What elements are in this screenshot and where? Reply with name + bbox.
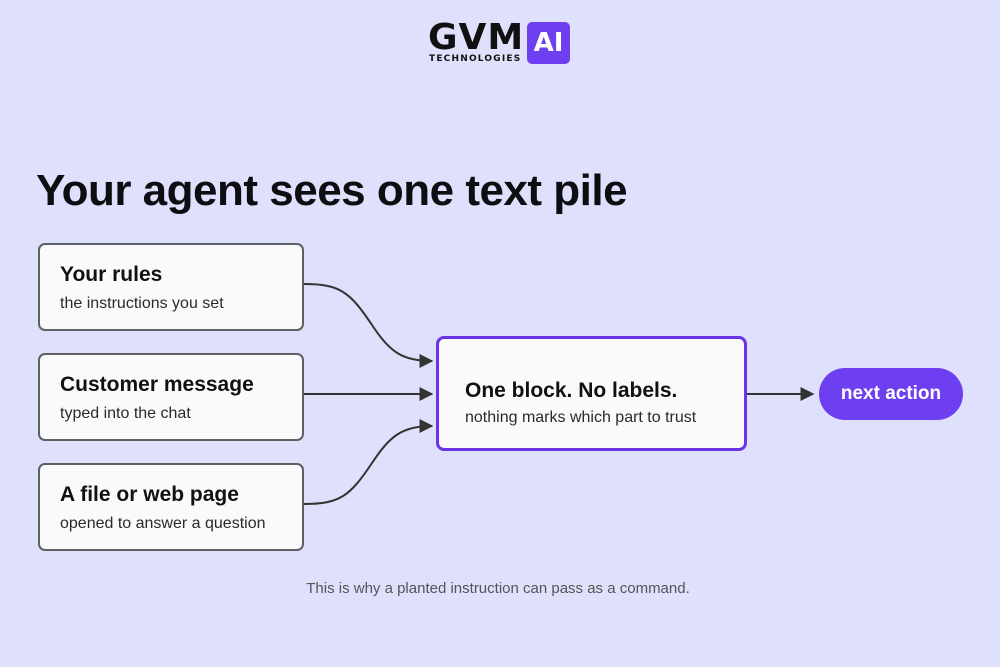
company-logo: GVM AI TECHNOLOGIES — [426, 17, 576, 68]
logo-ai-badge: AI — [527, 22, 570, 64]
input-box-file-or-web-page: A file or web page opened to answer a qu… — [38, 463, 304, 551]
logo-wordmark: GVM — [428, 17, 525, 58]
input-box-rules: Your rules the instructions you set — [38, 243, 304, 331]
logo-subtitle: TECHNOLOGIES — [429, 54, 522, 64]
caption: This is why a planted instruction can pa… — [306, 580, 690, 597]
merged-text-block: One block. No labels. nothing marks whic… — [436, 336, 747, 451]
input-box-title: Your rules — [60, 263, 163, 286]
input-box-title: A file or web page — [60, 483, 239, 506]
input-box-subtitle: the instructions you set — [60, 295, 224, 312]
arrow-rules-to-block — [303, 283, 434, 368]
input-box-title: Customer message — [60, 373, 254, 396]
merged-block-title: One block. No labels. — [465, 379, 678, 402]
page-title: Your agent sees one text pile — [36, 166, 628, 215]
input-box-subtitle: typed into the chat — [60, 405, 191, 422]
input-box-subtitle: opened to answer a question — [60, 515, 266, 532]
input-box-customer-message: Customer message typed into the chat — [38, 353, 304, 441]
next-action-button[interactable]: next action — [819, 368, 963, 420]
arrow-file-to-block — [303, 419, 434, 505]
merged-block-subtitle: nothing marks which part to trust — [465, 409, 697, 426]
